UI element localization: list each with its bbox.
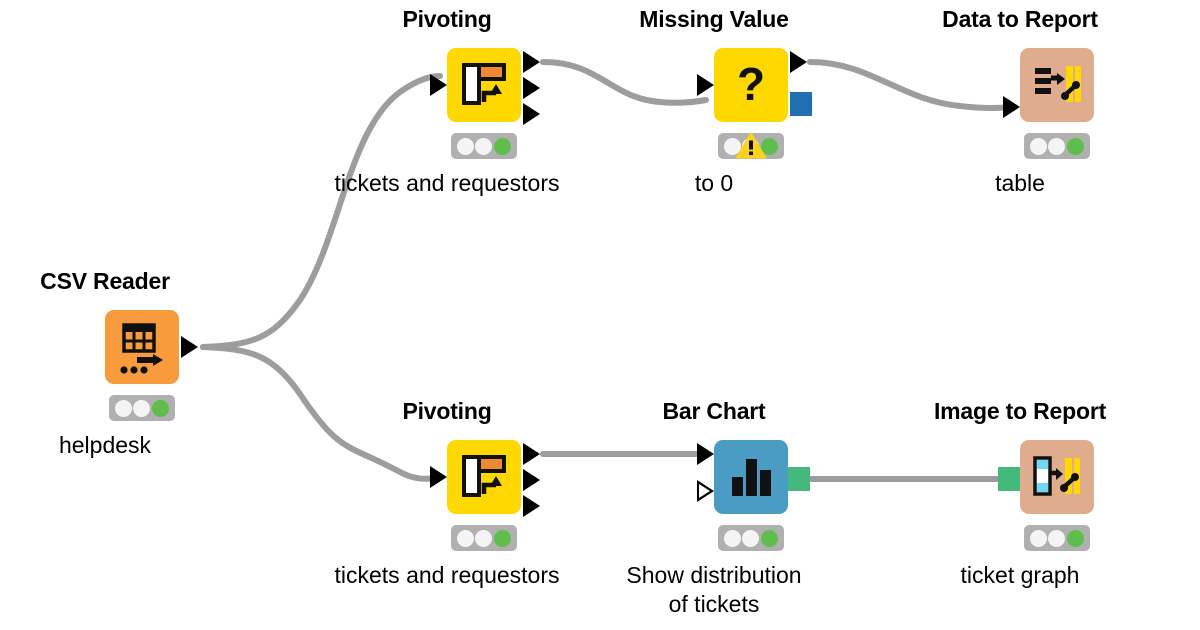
node-body-csv-reader[interactable]: [105, 310, 179, 384]
status-bar-data-to-report: [1024, 133, 1090, 159]
node-title-image-to-report: Image to Report: [933, 398, 1107, 424]
status-led-executed: [152, 399, 170, 417]
node-title-bar-chart: Bar Chart: [662, 398, 766, 424]
svg-text:?: ?: [737, 58, 765, 110]
status-bar-bar-chart: [718, 525, 784, 551]
status-led-executed: [761, 137, 779, 155]
image-to-report-icon: [1033, 456, 1080, 496]
status-led-idle: [456, 529, 474, 547]
table-to-report-icon: [1035, 66, 1081, 102]
node-body-pivoting-bottom[interactable]: [447, 440, 521, 514]
node-subtitle-bar-chart-line2: of tickets: [668, 591, 760, 618]
node-title-pivoting-top: Pivoting: [402, 6, 492, 32]
port-in-bar-chart-data[interactable]: [697, 443, 714, 465]
pivot-table-icon: [462, 63, 506, 105]
status-led-executed: [494, 137, 512, 155]
status-led-idle: [1029, 529, 1047, 547]
status-led-executed: [494, 529, 512, 547]
status-bar-pivoting-top: [451, 133, 517, 159]
node-subtitle-missing-value: to 0: [694, 170, 734, 196]
status-led-queued: [1048, 137, 1066, 155]
node-body-bar-chart[interactable]: [714, 440, 788, 514]
status-led-queued: [742, 529, 760, 547]
status-led-queued: [133, 399, 151, 417]
node-subtitle-bar-chart: Show distribution of tickets: [626, 561, 801, 620]
node-title-data-to-report: Data to Report: [942, 6, 1098, 32]
node-subtitle-pivoting-top: tickets and requestors: [334, 170, 560, 196]
status-led-idle: [114, 399, 132, 417]
status-led-queued: [1048, 529, 1066, 547]
question-mark-icon: ?: [737, 58, 765, 110]
node-subtitle-pivoting-bottom: tickets and requestors: [334, 562, 560, 588]
port-in-data-to-report[interactable]: [1003, 96, 1020, 118]
pivot-table-icon: [462, 455, 506, 497]
warning-triangle-icon: [736, 132, 766, 159]
port-out-pivoting-bottom-2[interactable]: [523, 469, 540, 491]
status-led-idle: [723, 137, 741, 155]
status-led-executed: [761, 529, 779, 547]
bar-chart-icon: [732, 459, 771, 496]
status-led-idle: [1029, 137, 1047, 155]
status-bar-csv-reader: [109, 395, 175, 421]
node-subtitle-csv-reader: helpdesk: [58, 432, 152, 458]
edge-csv-to-pivoting-top: [200, 73, 443, 350]
node-body-pivoting-top[interactable]: [447, 48, 521, 122]
node-title-csv-reader: CSV Reader: [40, 268, 170, 294]
port-out-missing-value[interactable]: [790, 51, 807, 73]
status-bar-missing-value: [718, 132, 784, 159]
status-bar-pivoting-bottom: [451, 525, 517, 551]
status-bar-image-to-report: [1024, 525, 1090, 551]
status-led-idle: [723, 529, 741, 547]
port-out-pivoting-bottom-1[interactable]: [523, 443, 540, 465]
node-body-missing-value[interactable]: ?: [714, 48, 788, 122]
node-subtitle-bar-chart-line1: Show distribution: [626, 562, 802, 588]
port-out-bar-chart-image[interactable]: [788, 467, 810, 491]
port-in-bar-chart-optional[interactable]: [697, 480, 714, 502]
node-title-pivoting-bottom: Pivoting: [402, 398, 492, 424]
port-in-image-to-report[interactable]: [998, 467, 1020, 491]
node-title-missing-value: Missing Value: [639, 6, 789, 32]
port-out-csv-reader[interactable]: [181, 336, 198, 358]
edge-missing-value-to-data-to-report: [807, 59, 1015, 111]
port-in-pivoting-top[interactable]: [430, 74, 447, 96]
port-out-pivoting-top-3[interactable]: [523, 103, 540, 125]
node-subtitle-data-to-report: table: [995, 170, 1045, 196]
status-led-queued: [475, 529, 493, 547]
port-in-pivoting-bottom[interactable]: [430, 466, 447, 488]
edge-pivoting-top-to-missing-value: [540, 59, 709, 106]
port-in-missing-value[interactable]: [697, 74, 714, 96]
port-out-missing-value-model[interactable]: [790, 92, 812, 116]
node-body-data-to-report[interactable]: [1020, 48, 1094, 122]
port-out-pivoting-bottom-3[interactable]: [523, 495, 540, 517]
table-arrow-icon: [120, 323, 163, 374]
port-out-pivoting-top-1[interactable]: [523, 51, 540, 73]
status-led-executed: [1067, 137, 1085, 155]
node-body-image-to-report[interactable]: [1020, 440, 1094, 514]
port-out-pivoting-top-2[interactable]: [523, 77, 540, 99]
node-subtitle-image-to-report: ticket graph: [960, 562, 1080, 588]
status-led-idle: [456, 137, 474, 155]
status-led-executed: [1067, 529, 1085, 547]
status-led-queued: [475, 137, 493, 155]
